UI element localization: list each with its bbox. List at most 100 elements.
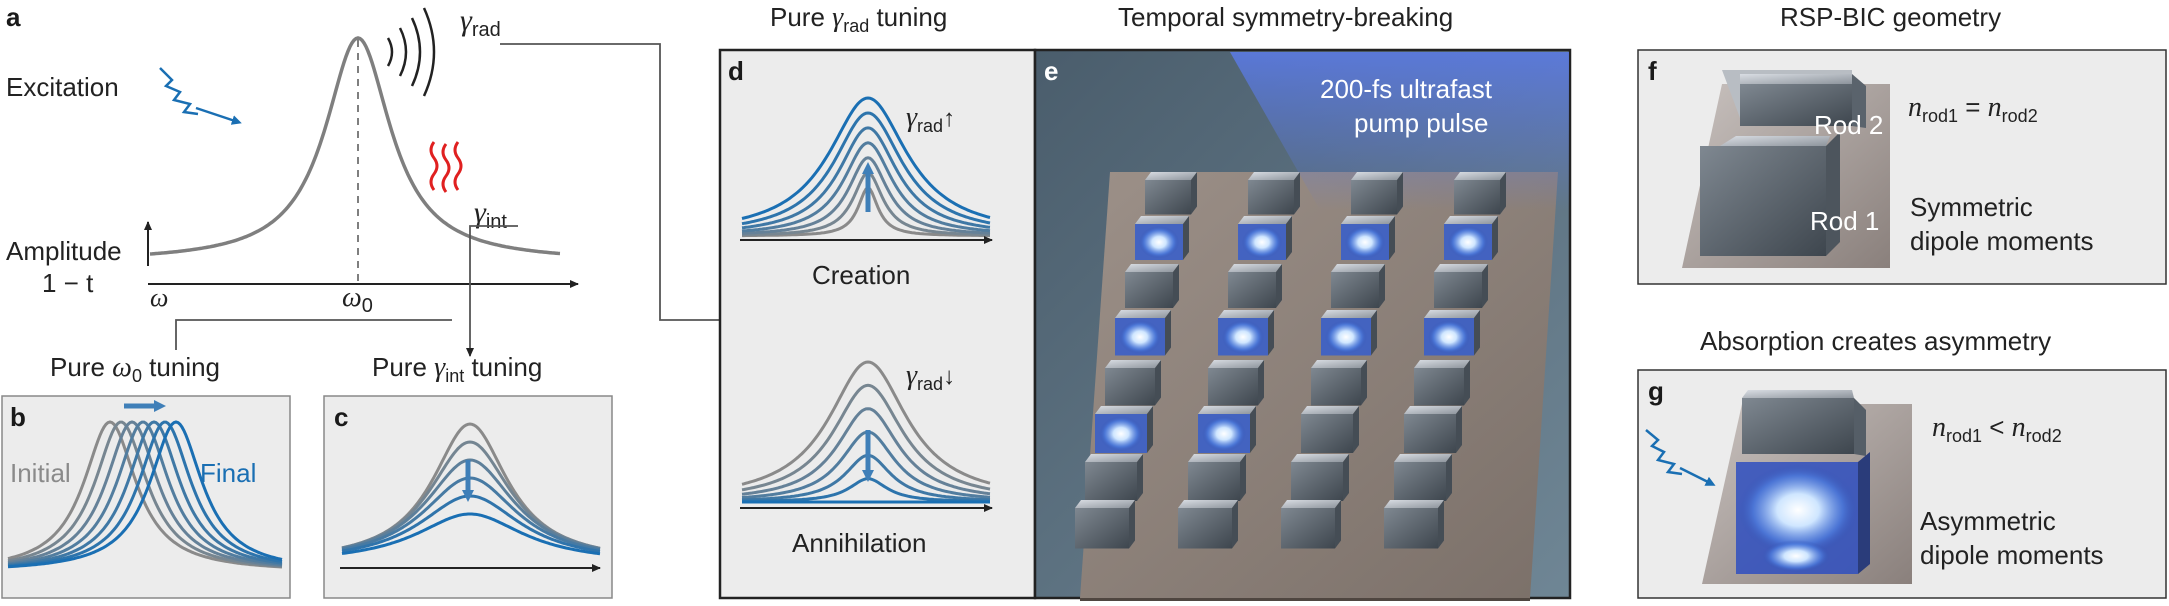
panel-d-title: Pure γrad tuning [770,2,947,36]
panel-e: Temporal symmetry-breaking e 200-fs ultr… [1033,2,1572,606]
annihilation-curve [741,407,991,496]
excited-nanorod [1135,216,1189,260]
index-inequality-label: nrod1 < nrod2 [1932,412,2062,446]
nanorod [1145,172,1197,215]
excitation-wave-icon [159,67,242,125]
rod1-label: Rod 1 [1810,206,1879,236]
excitation-label: Excitation [6,72,119,102]
connector-lines [175,43,720,357]
final-label: Final [200,458,256,488]
tuning-curve [7,420,283,566]
nanorod [1281,500,1341,549]
tuning-curve [7,420,283,567]
frequency-tuning-curves [7,420,283,569]
nanorod [1188,454,1246,501]
nanorod [1414,360,1470,406]
tuning-curve [7,420,283,569]
asymmetric-label-line1: Asymmetric [1920,506,2056,536]
loss-curve [341,458,601,551]
heat-wave-icon [429,141,463,193]
creation-curve [741,156,991,235]
creation-curve [741,96,991,220]
tuning-curve [7,420,283,568]
rod2-label: Rod 2 [1814,110,1883,140]
creation-label: Creation [812,260,910,290]
panel-c-title: Pure γint tuning [372,352,542,386]
nanorod [1351,172,1403,215]
excited-nanorod [1198,406,1256,453]
gamma-int-label: γint [474,196,507,233]
excited-nanorod [1341,216,1395,260]
panel-g-title: Absorption creates asymmetry [1700,326,2051,356]
excited-nanorod [1238,216,1292,260]
panel-label-e: e [1044,56,1058,86]
excited-nanorod [1218,310,1274,356]
pump-label-line2: pump pulse [1354,108,1488,138]
nanorod [1394,454,1452,501]
nanorod [1208,360,1264,406]
creation-curve [741,111,991,226]
annihilation-curve [741,383,991,492]
tuning-curve [7,420,283,569]
annihilation-curve [741,360,991,486]
y-axis-label-line1: Amplitude [6,236,122,266]
creation-curve [741,126,991,230]
nanorod [1125,264,1179,308]
nanorod-array [1075,172,1506,549]
radiation-arcs-icon [386,7,436,97]
nanorod [1384,500,1444,549]
gamma-rad-down-label: γrad↓ [906,360,955,394]
loss-curve [341,512,601,556]
panel-label-b: b [10,402,26,432]
loss-curve [341,476,601,552]
pump-beam [1230,52,1569,210]
tuning-curve [7,420,283,567]
nanorod [1248,172,1300,215]
nanorod [1228,264,1282,308]
gamma-rad-up-label: γrad↑ [906,102,955,136]
initial-label: Initial [10,458,71,488]
symmetric-label-line1: Symmetric [1910,192,2033,222]
panel-d: Pure γrad tuning d γrad↑ Creation γrad↓ … [718,2,1037,600]
rsp-bic-unit-cell [1682,70,1890,268]
y-axis-label-line2: 1 − t [42,268,94,298]
excited-nanorod [1321,310,1377,356]
panel-label-a: a [6,2,21,32]
excited-nanorod [1115,310,1171,356]
panel-e-title: Temporal symmetry-breaking [1118,2,1453,32]
panel-d-box [718,48,1037,600]
resonance-peak-curve [149,36,561,256]
panel-f-title: RSP-BIC geometry [1780,2,2001,32]
symmetric-label-line2: dipole moments [1910,226,2094,256]
x-axis-omega-label: ω [150,283,168,312]
panel-b: Pure ω0 tuning b Initial Final [1,352,291,599]
panel-b-box [1,395,291,599]
nanorod [1331,264,1385,308]
x-axis-omega0-label: ω0 [342,282,373,317]
pump-label-line1: 200-fs ultrafast [1320,74,1493,104]
nanorod [1075,500,1135,549]
tuning-curve [7,420,283,568]
nanorod [1434,264,1488,308]
panel-g: Absorption creates asymmetry g nrod1 < n… [1637,326,2167,599]
annihilation-label: Annihilation [792,528,926,558]
nanorod [1404,406,1462,453]
nanorod [1301,406,1359,453]
creation-curve [741,141,991,233]
panel-label-f: f [1648,56,1657,86]
asymmetric-label-line2: dipole moments [1920,540,2104,570]
nanorod [1311,360,1367,406]
panel-label-d: d [728,56,744,86]
panel-c: Pure γint tuning c [323,352,613,599]
nanorod [1454,172,1506,215]
panel-label-c: c [334,402,348,432]
excited-nanorod [1095,406,1153,453]
panel-a: a Excitation γrad γint Amplitude 1 − t ω… [6,2,579,317]
excitation-wave-icon-g [1645,429,1716,486]
panel-label-g: g [1648,376,1664,406]
asymmetric-unit-cell [1702,390,1912,584]
nanorod [1105,360,1161,406]
panel-b-title: Pure ω0 tuning [50,352,220,386]
